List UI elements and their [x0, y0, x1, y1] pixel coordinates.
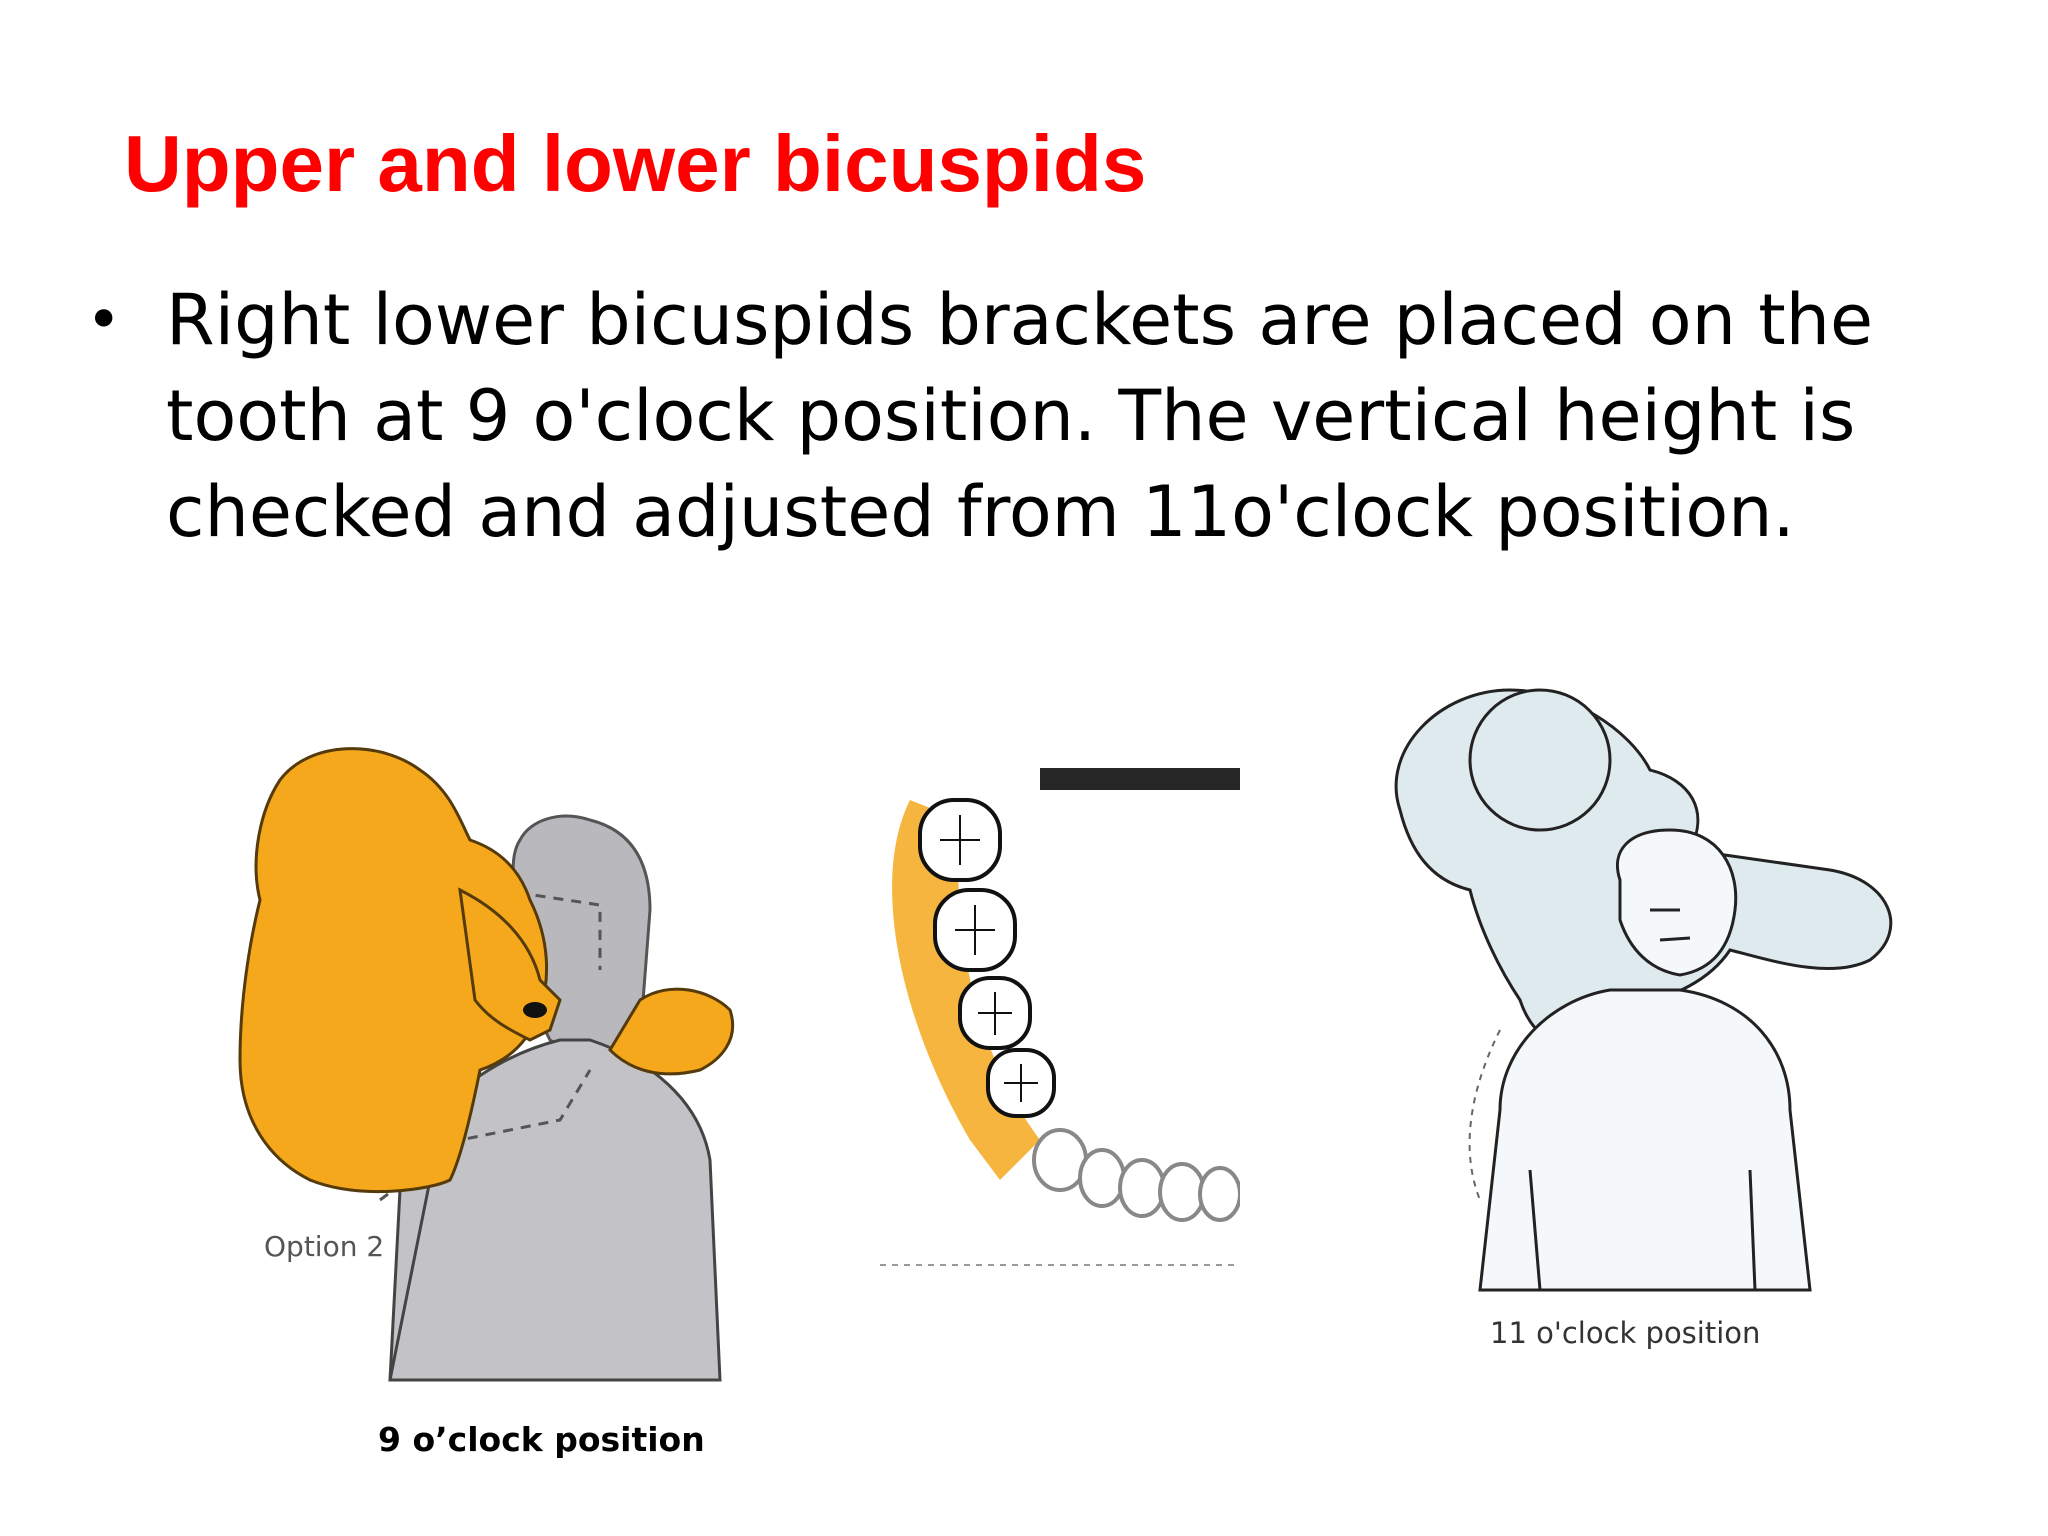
eleven-oclock-illustration: 11 o'clock position	[1350, 670, 1930, 1350]
bullet-text: Right lower bicuspids brackets are place…	[166, 279, 1874, 553]
nine-oclock-caption: 9 o’clock position	[378, 1420, 705, 1459]
bullet-item: • Right lower bicuspids brackets are pla…	[80, 272, 1980, 560]
eleven-oclock-label: 11 o'clock position	[1490, 1316, 1761, 1350]
bullet-list: • Right lower bicuspids brackets are pla…	[80, 272, 1980, 560]
slide-title: Upper and lower bicuspids	[124, 119, 1147, 208]
bullet-icon: •	[86, 285, 122, 355]
option-label: Option 2	[264, 1230, 385, 1263]
tooth-arch-illustration	[880, 760, 1240, 1280]
nine-oclock-illustration: Option 2	[230, 740, 750, 1390]
